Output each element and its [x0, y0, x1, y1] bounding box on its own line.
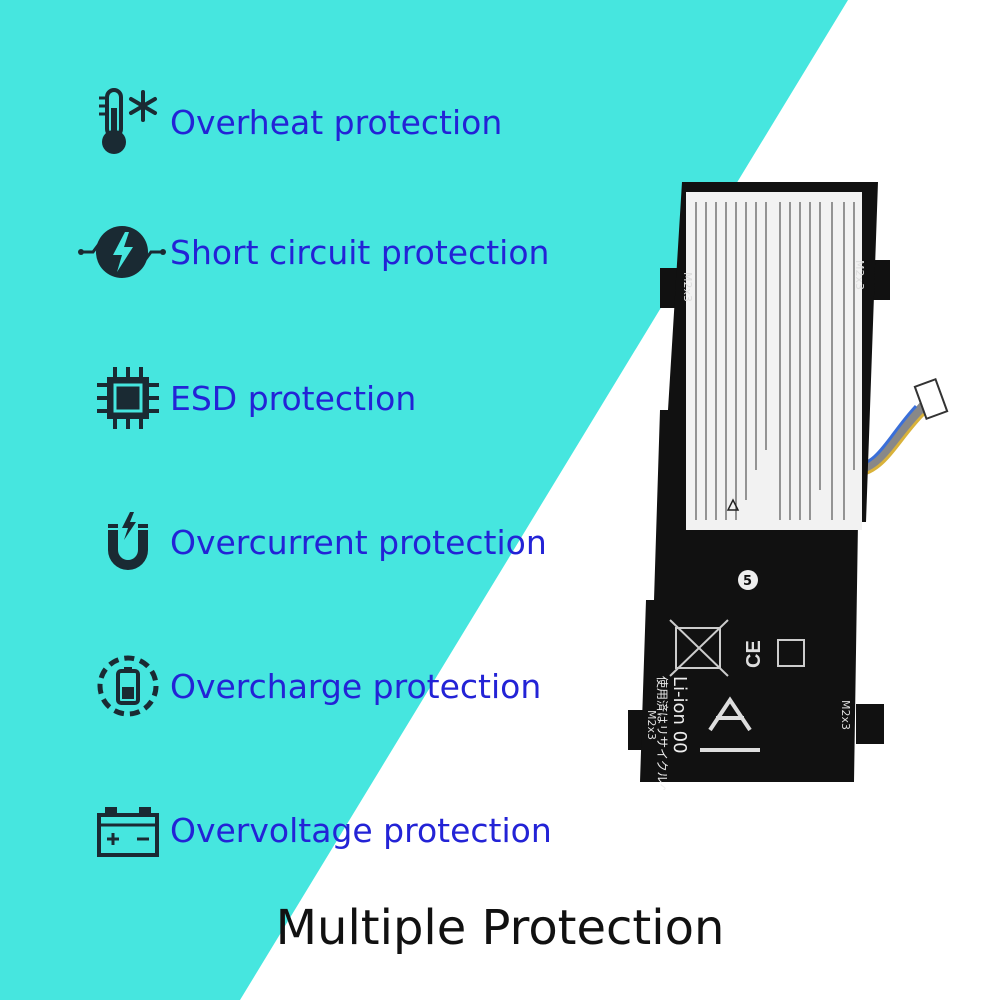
- feature-overcharge: Overcharge protection: [88, 646, 541, 726]
- feature-short-circuit: Short circuit protection: [76, 212, 549, 292]
- screw-label: M2x3: [681, 272, 694, 302]
- short-circuit-icon: [76, 212, 168, 292]
- feature-overvoltage: Overvoltage protection: [88, 790, 552, 870]
- battery-product-image: M2x3 M2x3 M2x3 M2x3 5 CE Li-ion 00 使用済はリ…: [628, 182, 949, 790]
- battery-label-sticker: [686, 192, 862, 530]
- screw-label: M2x3: [645, 710, 658, 740]
- battery-charge-icon: [88, 646, 168, 726]
- feature-label: Overcurrent protection: [170, 522, 547, 562]
- screw-label: M2x3: [839, 700, 852, 730]
- car-battery-icon: [88, 790, 168, 870]
- feature-label: Overvoltage protection: [170, 810, 552, 850]
- magnet-bolt-icon: [88, 502, 168, 582]
- feature-overheat: Overheat protection: [88, 82, 502, 162]
- number-badge-icon: [738, 570, 758, 590]
- feature-label: Short circuit protection: [170, 232, 550, 272]
- cyan-panel: [0, 0, 848, 1000]
- recycle-icon: [700, 696, 760, 752]
- feature-label: ESD protection: [170, 378, 417, 418]
- ce-mark: CE: [743, 640, 765, 668]
- chemistry-label: Li-ion 00: [669, 676, 690, 754]
- number-badge: 5: [743, 574, 752, 589]
- chip-icon: [88, 358, 168, 438]
- feature-overcurrent: Overcurrent protection: [88, 502, 547, 582]
- feature-esd: ESD protection: [88, 358, 416, 438]
- battery-connector: [913, 377, 949, 421]
- screw-label: M2x3: [853, 260, 866, 290]
- feature-label: Overheat protection: [170, 102, 503, 142]
- recycle-text: 使用済はリサイクルへ: [655, 676, 670, 790]
- page-title: Multiple Protection: [275, 900, 725, 956]
- feature-label: Overcharge protection: [170, 666, 542, 706]
- thermometer-snowflake-icon: [88, 82, 168, 162]
- weee-bin-icon: [669, 619, 729, 677]
